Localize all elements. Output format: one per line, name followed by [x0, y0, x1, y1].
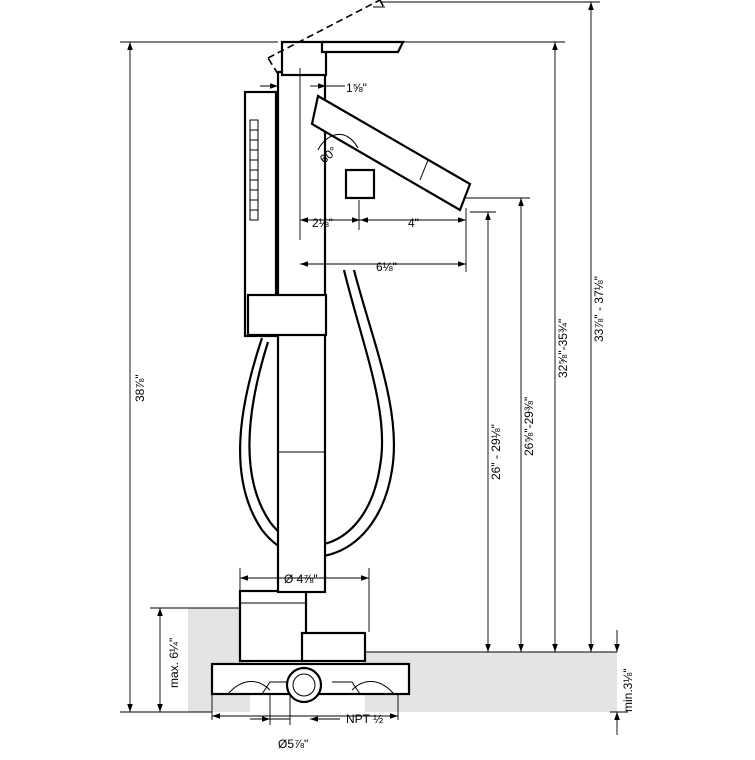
hand-shower: [243, 90, 328, 338]
rough-in-base: [210, 662, 411, 720]
vertical-dimensions: [120, 1, 628, 735]
faucet-base: [238, 589, 367, 663]
label-total-height: 38⅞": [133, 374, 147, 402]
label-height-d: 33⅞" - 37⅛": [592, 276, 606, 342]
label-height-c: 32⅝"-35¾": [556, 319, 570, 378]
base-dimensions: [212, 568, 398, 725]
label-base-diameter: Ø 4⅞": [284, 572, 318, 586]
label-horizontal-total: 6⅛": [376, 260, 397, 274]
label-rough-max: max. 6¼": [167, 638, 181, 688]
hose-connector: [344, 168, 376, 200]
label-horizontal-a: 2⅛": [312, 216, 333, 230]
label-spout-offset: 1⅝": [346, 81, 367, 95]
label-rough-diameter: Ø5⅞": [278, 737, 308, 751]
label-spout-height-b: 26⅝"-29⅜": [522, 397, 536, 456]
label-floor-min: min.3⅛": [621, 668, 635, 712]
label-npt: NPT ½: [346, 712, 383, 726]
horizontal-dimensions: [260, 68, 467, 272]
label-spout-height-a: 26" - 29⅛": [489, 424, 503, 480]
label-horizontal-b: 4": [408, 216, 419, 230]
faucet-handle: [267, 0, 405, 77]
faucet-spout: [310, 94, 472, 212]
